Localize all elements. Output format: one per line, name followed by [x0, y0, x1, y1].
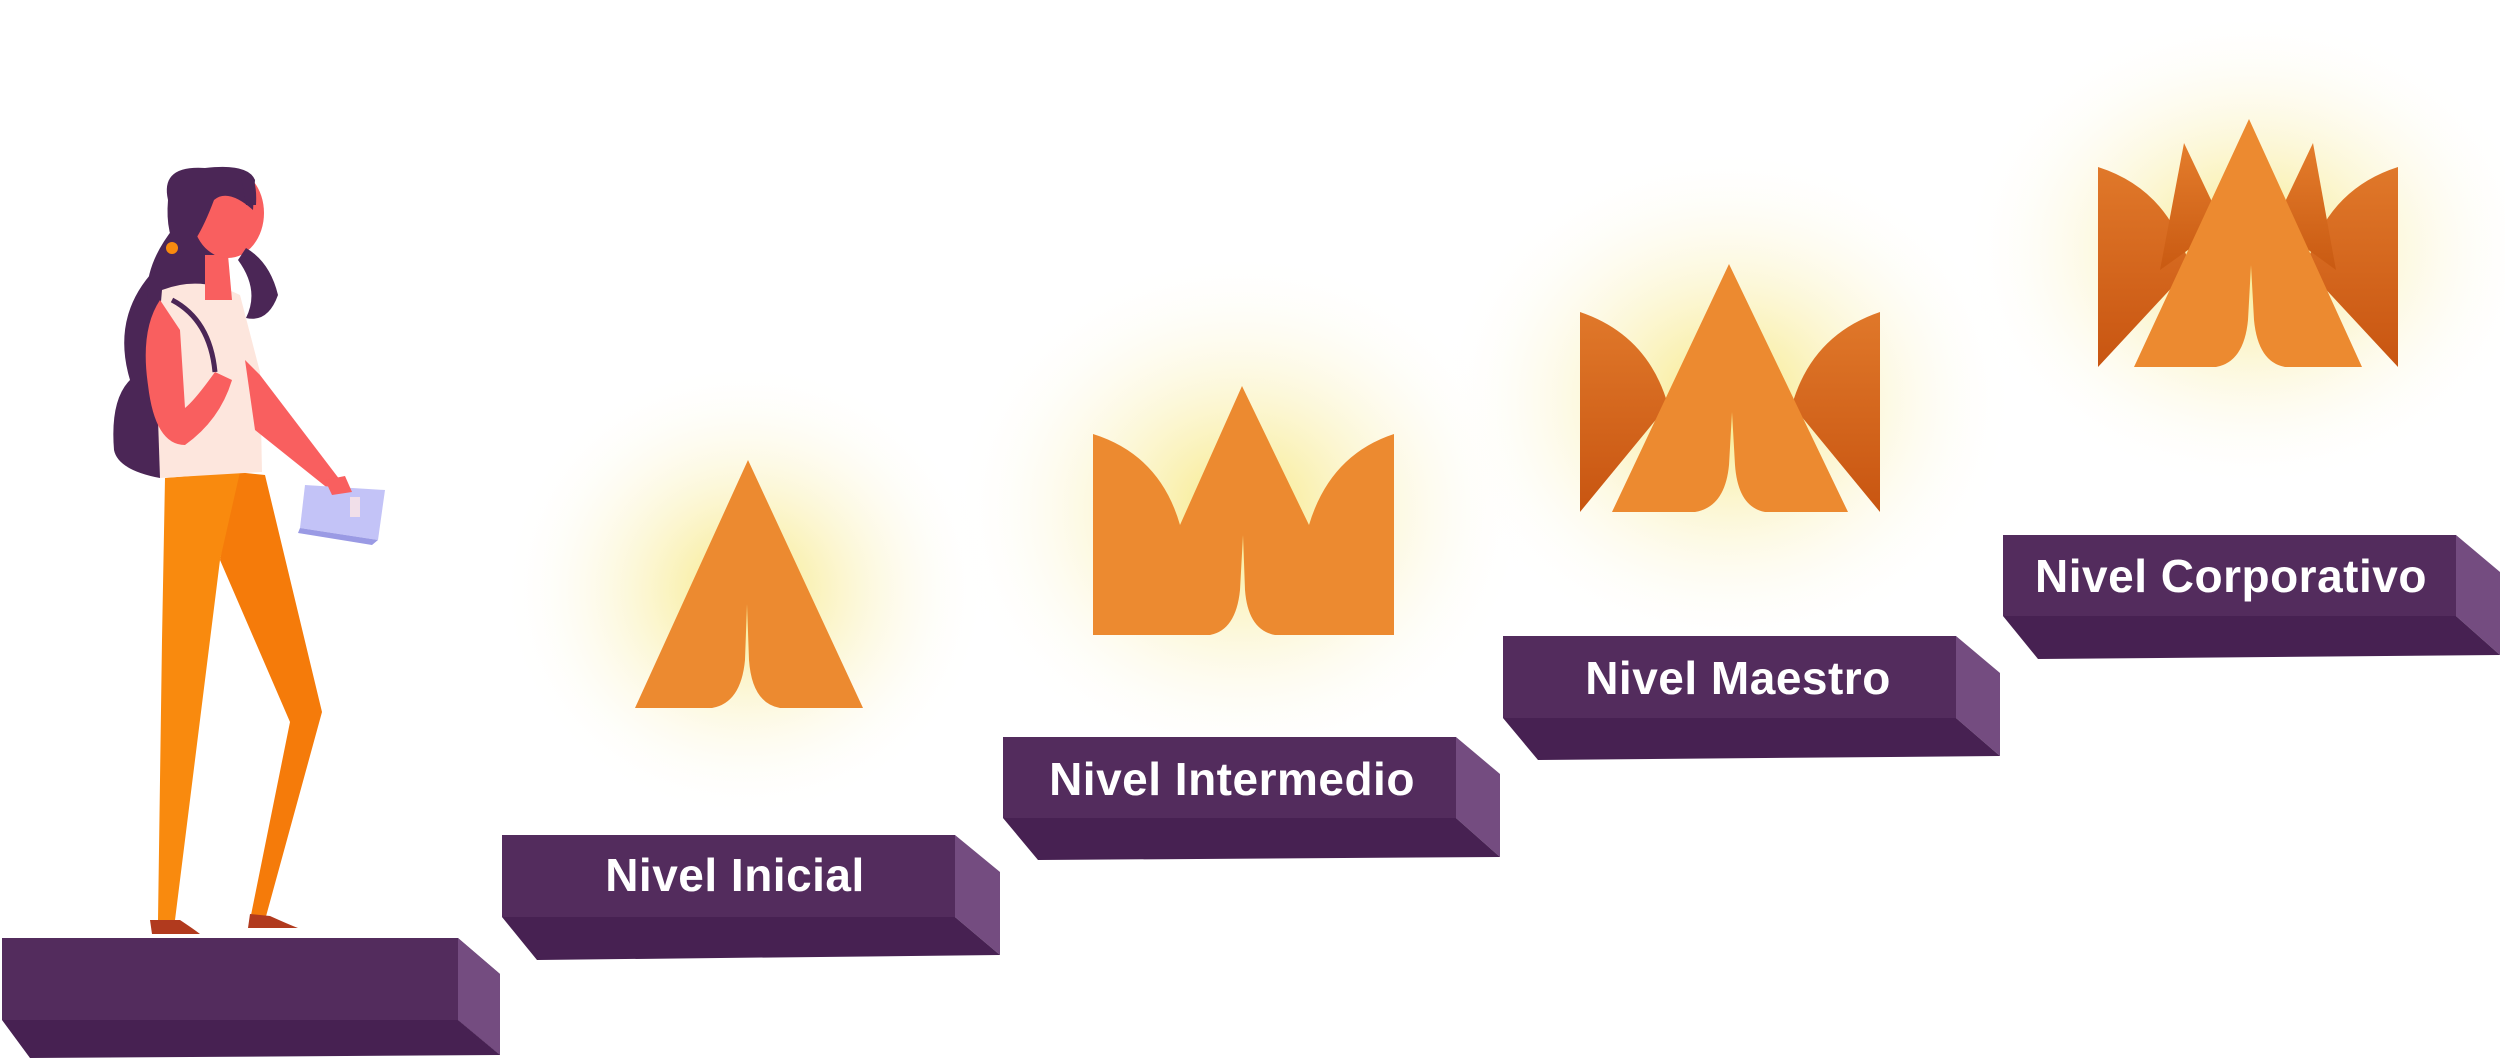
level-1-icon [635, 460, 863, 708]
level-label-3: Nivel Maestro [1585, 652, 1891, 704]
level-label-2: Nivel Intermedio [1049, 753, 1415, 805]
level-2-icon [1093, 386, 1394, 635]
level-label-1: Nivel Inicial [605, 849, 865, 901]
start-step [2, 938, 500, 1058]
step-level-2: Nivel Intermedio [1003, 737, 1500, 860]
level-4-icon [2098, 119, 2398, 367]
level-label-4: Nivel Corporativo [2035, 550, 2427, 602]
step-level-4: Nivel Corporativo [2003, 535, 2500, 659]
level-3-icon [1580, 264, 1880, 512]
step-level-1: Nivel Inicial [502, 835, 1000, 960]
woman-illustration [113, 166, 385, 934]
step-level-3: Nivel Maestro [1503, 636, 2000, 760]
